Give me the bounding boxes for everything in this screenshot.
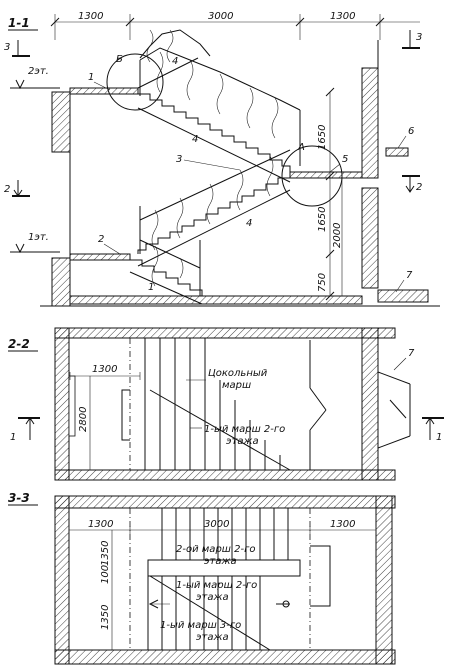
- label-second-flight-2nd-floor: 2-ой марш 2-го: [176, 544, 255, 555]
- label-first-flight-2nd-floor-b-2: этажа: [196, 592, 229, 603]
- top-dimension-chain: 1300 3000 1300: [50, 11, 420, 40]
- right-wall-lower: [361, 187, 379, 289]
- dim-right-2: 1650: [317, 207, 328, 232]
- wall-bottom-2-2: [54, 469, 396, 481]
- cut-label-2-left: 2: [4, 184, 10, 195]
- wall-right-2-2: [361, 327, 379, 481]
- entrance-step: [377, 289, 429, 303]
- handrail-upper: [139, 47, 301, 166]
- cut-marker-3-right: 3: [402, 30, 422, 49]
- cut-marker-1-right: 1: [422, 417, 444, 443]
- dim-right-1: 1650: [317, 125, 328, 150]
- marker-7-section: 7: [406, 270, 413, 281]
- label-first-flight-2nd-floor-2: этажа: [226, 436, 259, 447]
- dim-top-2-2: 1300: [92, 364, 117, 375]
- marker-1-bottom: 1: [148, 282, 154, 293]
- flight-lower: [129, 239, 203, 305]
- dim-left-3-3-1: 1350: [100, 541, 111, 566]
- cut-label-1-left: 1: [10, 432, 16, 443]
- level-label-2: 2эт.: [28, 66, 49, 77]
- label-second-flight-2nd-floor-2: этажа: [204, 556, 237, 567]
- top-dims-3-3: 1300 3000 1300: [68, 519, 377, 534]
- landing-slab-2nd: [69, 87, 139, 95]
- section-title-3-3: 3-3: [8, 491, 30, 505]
- marker-7-plan: 7: [408, 348, 415, 359]
- cut-marker-2-left: 2: [4, 180, 30, 197]
- landing-slab-1st: [69, 253, 131, 261]
- marker-4-a: 4: [172, 56, 178, 67]
- wall-left-3-3: [54, 495, 70, 665]
- dim-left-2-2: 2800: [78, 407, 89, 432]
- left-dims-3-3: 1350 100 1350: [100, 530, 113, 650]
- flight-upper: [137, 93, 291, 183]
- label-plinth-flight: Цокольный: [208, 368, 268, 379]
- marker-1-top: 1: [88, 72, 94, 83]
- section-2-2: 2-2 1300 2800: [8, 327, 444, 481]
- section-1-1: 1-1 1300 3000 1300 3 3: [4, 11, 440, 307]
- dim-top-1: 1300: [78, 11, 103, 22]
- dim-right-4: 750: [317, 273, 328, 292]
- detail-callout-B: [106, 53, 164, 111]
- marker-4-c: 4: [246, 218, 252, 229]
- level-marker-1st-floor: 1эт.: [10, 232, 60, 254]
- marker-5: 5: [342, 154, 348, 165]
- label-first-flight-3rd-floor-2: этажа: [196, 632, 229, 643]
- section-title-1-1: 1-1: [8, 16, 30, 30]
- section-3-3: 3-3 1300 3000 1300 1350 100 1350: [8, 491, 396, 665]
- label-first-flight-3rd-floor: 1-ый марш 3-го: [160, 620, 241, 631]
- cut-marker-3-left: 3: [4, 40, 30, 57]
- dim-top-3-3-2: 3000: [204, 519, 229, 530]
- dim-top-3-3-1: 1300: [88, 519, 113, 530]
- label-plinth-flight-2: марш: [222, 380, 251, 391]
- landing-slab-mid: [289, 171, 363, 179]
- wall-left-2-2: [54, 327, 70, 481]
- ground-slab: [69, 295, 363, 305]
- dim-right-3: 2000: [332, 223, 343, 248]
- dim-left-3-3-2: 100: [100, 565, 111, 584]
- cut-label-3-right: 3: [416, 32, 422, 43]
- callout-label-B: Б: [116, 54, 123, 65]
- marker-3: 3: [176, 154, 182, 165]
- wall-top-2-2: [54, 327, 396, 339]
- wall-right-3-3: [375, 495, 393, 665]
- cut-label-2-right: 2: [416, 182, 422, 193]
- wall-top-3-3: [54, 495, 396, 509]
- dim-top-3: 1300: [330, 11, 355, 22]
- cut-marker-1-left: 1: [10, 417, 40, 443]
- callout-label-A: А: [297, 142, 305, 153]
- right-wall-upper: [361, 67, 379, 179]
- left-wall-upper: [51, 91, 71, 153]
- level-marker-2nd-floor: 2эт.: [10, 66, 60, 90]
- dim-left-3-3-3: 1350: [100, 605, 111, 630]
- detail-callout-A: [281, 145, 343, 207]
- flights-plan-3-3: [129, 508, 331, 651]
- entrance-doors: [309, 340, 411, 470]
- handrail-middle: [139, 149, 291, 254]
- right-dimension-chain: 1650 1650 2000 750: [317, 87, 343, 301]
- marker-2: 2: [98, 234, 104, 245]
- dim-top-3-3-3: 1300: [330, 519, 355, 530]
- section-title-2-2: 2-2: [8, 337, 30, 351]
- dim-top-2: 3000: [208, 11, 233, 22]
- level-label-1: 1эт.: [28, 232, 49, 243]
- marker-6: 6: [408, 126, 414, 137]
- cut-marker-2-right: 2: [402, 175, 422, 193]
- left-wall-lower: [51, 257, 71, 307]
- cut-label-3-left: 3: [4, 42, 10, 53]
- marker-4-b: 4: [192, 134, 198, 145]
- plinth-flight-steps: [121, 338, 291, 471]
- leader-markers: 1 4 4 3 4 2 1 5 6 7: [88, 56, 414, 293]
- canopy-slab: [385, 147, 409, 157]
- cut-label-1-right: 1: [436, 432, 442, 443]
- label-first-flight-2nd-floor-b: 1-ый марш 2-го: [176, 580, 257, 591]
- label-first-flight-2nd-floor: 1-ый марш 2-го: [204, 424, 285, 435]
- flight-middle: [137, 177, 291, 267]
- wall-bottom-3-3: [54, 649, 396, 665]
